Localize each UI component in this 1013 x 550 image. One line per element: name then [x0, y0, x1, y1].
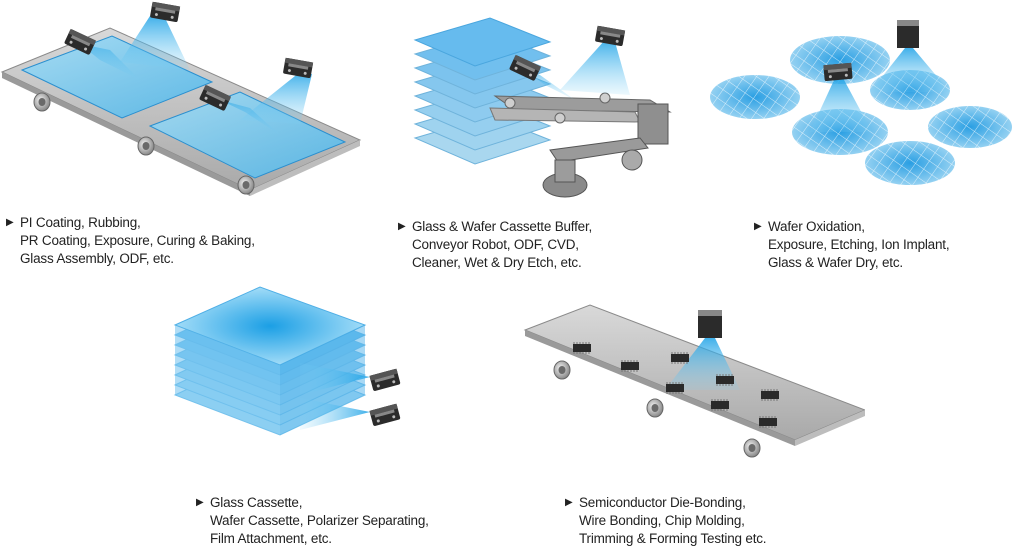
cassette-robot-scene: [413, 17, 672, 198]
caption-semiconductor: ▶ Semiconductor Die-Bonding, Wire Bondin…: [565, 494, 767, 548]
caption-line: Wire Bonding, Chip Molding,: [579, 513, 745, 528]
wafer-icon: [710, 75, 800, 119]
robot-arm-icon: [542, 103, 669, 198]
roller-icon: [33, 92, 51, 112]
caption-line: Glass & Wafer Cassette Buffer,: [412, 219, 593, 234]
caption-coating: ▶ PI Coating, Rubbing, PR Coating, Expos…: [6, 214, 255, 268]
roller-icon: [553, 360, 571, 380]
sensor-icon: [823, 62, 853, 82]
caption-wafer: ▶ Wafer Oxidation, Exposure, Etching, Io…: [754, 218, 950, 272]
caption-line: PR Coating, Exposure, Curing & Baking,: [20, 233, 255, 248]
caption-line: PI Coating, Rubbing,: [20, 215, 141, 230]
caption-line: Wafer Cassette, Polarizer Separating,: [210, 513, 429, 528]
caption-line: Glass Cassette,: [210, 495, 303, 510]
caption-line: Film Attachment, etc.: [210, 531, 332, 546]
bullet-icon: ▶: [6, 217, 14, 228]
caption-glass-cassette: ▶ Glass Cassette, Wafer Cassette, Polari…: [196, 494, 429, 548]
caption-line: Cleaner, Wet & Dry Etch, etc.: [412, 255, 582, 270]
caption-line: Conveyor Robot, ODF, CVD,: [412, 237, 579, 252]
caption-line: Exposure, Etching, Ion Implant,: [768, 237, 950, 252]
sensor-icon: [369, 368, 401, 392]
conveyor-glass-scene: [0, 1, 362, 196]
caption-line: Wafer Oxidation,: [768, 219, 865, 234]
caption-line: Trimming & Forming Testing etc.: [579, 531, 767, 546]
chip-conveyor-scene: [523, 304, 865, 458]
bullet-icon: ▶: [754, 221, 762, 232]
caption-cassette-buffer: ▶ Glass & Wafer Cassette Buffer, Conveyo…: [398, 218, 593, 272]
bullet-icon: ▶: [196, 497, 204, 508]
wafer-scene: [710, 20, 1012, 185]
sensor-icon: [282, 57, 314, 79]
caption-line: Glass Assembly, ODF, etc.: [20, 251, 174, 266]
bullet-icon: ▶: [565, 497, 573, 508]
glass-stack-scene: [173, 286, 401, 436]
caption-line: Glass & Wafer Dry, etc.: [768, 255, 903, 270]
bullet-icon: ▶: [398, 221, 406, 232]
sensor-icon: [594, 25, 626, 47]
caption-line: Semiconductor Die-Bonding,: [579, 495, 746, 510]
